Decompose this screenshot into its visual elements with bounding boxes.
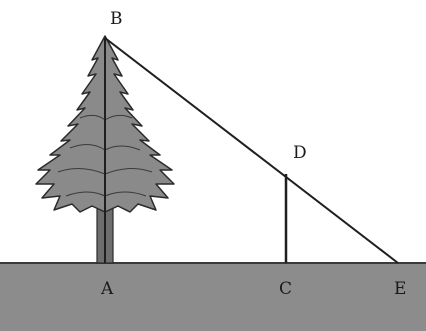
label-E: E (394, 279, 406, 299)
segment-BE (104, 37, 399, 264)
label-A: A (100, 279, 114, 299)
ground (0, 262, 426, 331)
label-B: B (110, 9, 123, 29)
label-D: D (293, 143, 307, 163)
label-C: C (279, 279, 292, 299)
